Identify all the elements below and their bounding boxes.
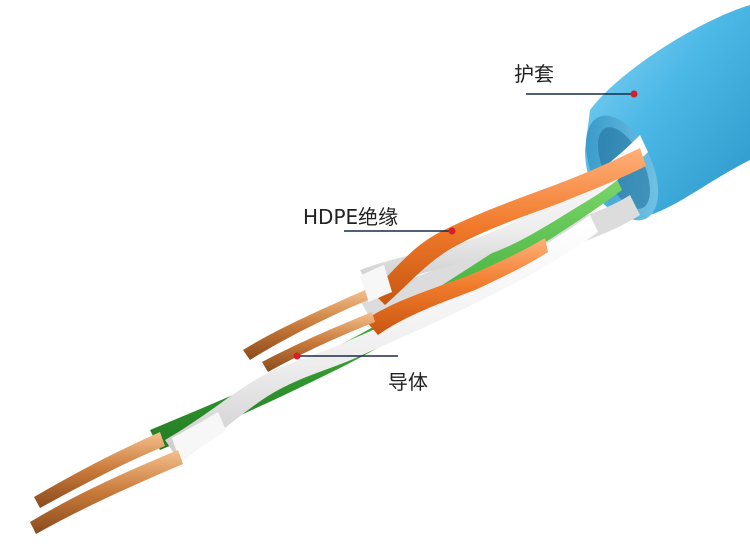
callout-jacket	[526, 90, 638, 98]
copper-conductors-upper	[243, 290, 375, 372]
label-conductor: 导体	[388, 370, 428, 394]
white-sleeve-end	[172, 265, 392, 462]
copper-conductors-lower	[30, 432, 183, 534]
marker-conductor	[293, 352, 301, 360]
label-insulation: HDPE绝缘	[303, 205, 399, 229]
marker-insulation	[448, 227, 456, 235]
label-jacket: 护套	[514, 62, 554, 86]
marker-jacket	[630, 90, 638, 98]
orange-insulation	[365, 148, 646, 335]
callout-insulation	[344, 227, 456, 235]
callout-conductor	[293, 352, 398, 360]
